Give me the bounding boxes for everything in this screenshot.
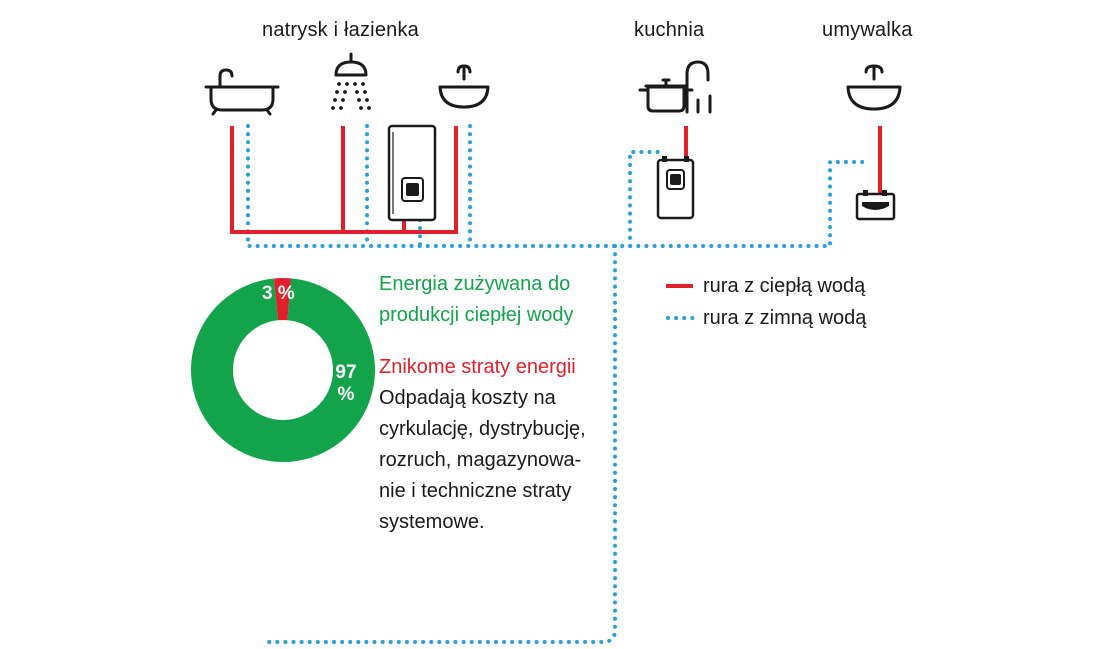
header-kitchen: kuchnia bbox=[634, 19, 705, 41]
body-line-4: nie i techniczne straty bbox=[379, 480, 572, 502]
legend-hot-label: rura z ciepłą wodą bbox=[703, 275, 866, 297]
shower-head-icon bbox=[334, 52, 368, 77]
header-shower-bath: natrysk i łazienka bbox=[262, 19, 419, 41]
donut-slice-3 bbox=[273, 278, 292, 321]
hot-water-pipes bbox=[230, 126, 882, 234]
body-line-1: Odpadają koszty na bbox=[379, 387, 556, 409]
cold-water-pipes bbox=[246, 124, 868, 644]
undersink-water-heater-icon bbox=[855, 190, 896, 221]
green-heading: Energia zużywana do produkcji ciepłej wo… bbox=[379, 269, 574, 331]
kitchen-faucet-icon bbox=[685, 60, 712, 114]
cold-pipe-down bbox=[266, 244, 617, 644]
green-heading-line-2: produkcji ciepłej wody bbox=[379, 304, 574, 326]
donut-slice-97 bbox=[191, 278, 375, 462]
body-text: Odpadają koszty na cyrkulację, dystrybuc… bbox=[379, 383, 586, 538]
bathtub-icon bbox=[204, 68, 280, 116]
header-washbasin: umywalka bbox=[822, 19, 913, 41]
energy-donut-chart bbox=[191, 278, 375, 462]
body-line-3: rozruch, magazynowa- bbox=[379, 449, 582, 471]
legend-cold-label: rura z zimną wodą bbox=[703, 307, 867, 329]
cooking-pot-icon bbox=[638, 78, 694, 113]
washbasin-icon-2 bbox=[846, 64, 902, 111]
cold-pipe-main bbox=[246, 124, 868, 248]
red-heading: Znikome straty energii bbox=[379, 356, 576, 378]
green-heading-line-1: Energia zużywana do bbox=[379, 273, 571, 295]
body-line-2: cyrkulację, dystrybucję, bbox=[379, 418, 586, 440]
slice-label-97: 97 % bbox=[330, 362, 362, 406]
instantaneous-water-heater-icon bbox=[387, 124, 437, 222]
shower-drops bbox=[331, 82, 371, 110]
body-line-5: systemowe. bbox=[379, 511, 485, 533]
slice-label-97-number: 97 bbox=[335, 362, 357, 383]
slice-label-3: 3 % bbox=[262, 283, 295, 304]
washbasin-icon bbox=[438, 64, 490, 109]
slice-label-97-unit: % bbox=[337, 384, 355, 405]
kitchen-water-heater-icon bbox=[656, 156, 695, 220]
cold-pipe-kitchen-branch bbox=[628, 150, 666, 248]
